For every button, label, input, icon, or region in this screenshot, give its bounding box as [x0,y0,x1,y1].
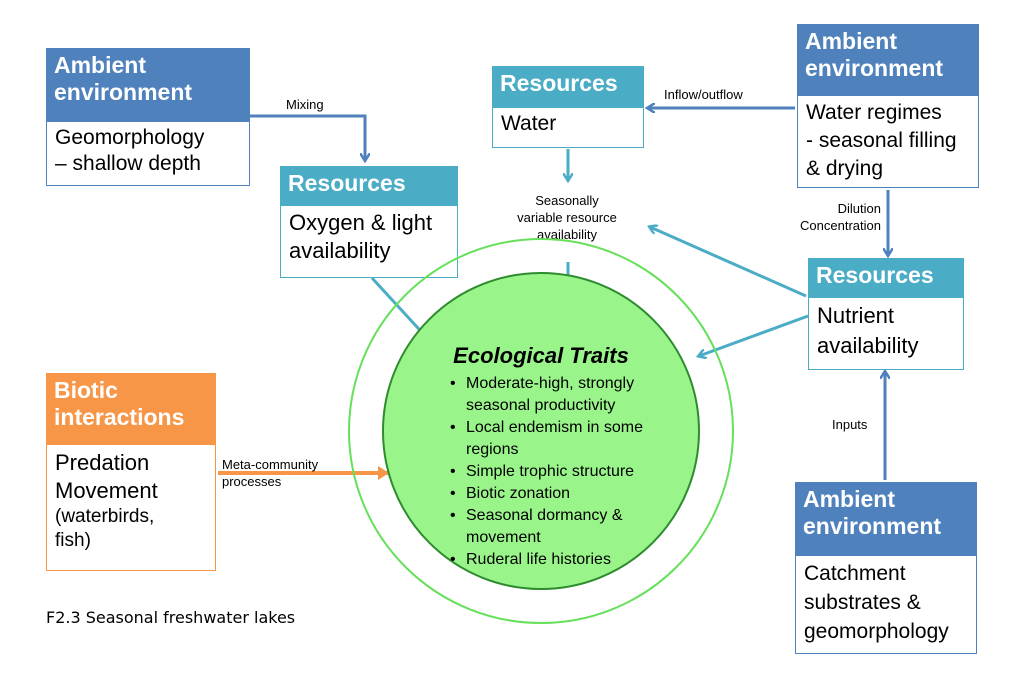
trait-item: Local endemism in some regions [446,417,696,461]
label-inputs: Inputs [832,417,868,432]
label-inflow-outflow: Inflow/outflow [664,87,743,102]
trait-item: Ruderal life histories [446,549,696,571]
label-seasonally-variable: Seasonally variable resource availabilit… [517,193,617,242]
resources-oxygen-body: Oxygen & light availability [280,206,458,278]
resources-water-body: Water [492,108,644,148]
traits-title: Ecological Traits [453,343,629,368]
biotic-body-small: (waterbirds, fish) [55,506,155,551]
resources-nutrient-body: Nutrient availability [808,298,964,370]
trait-item: Seasonal dormancy & movement [446,505,696,549]
ambient-bottom-right-body: Catchment substrates & geomorphology [795,556,977,654]
resources-oxygen-header: Resources [280,166,458,206]
label-meta-community: Meta-community processes [222,457,319,489]
mixing-arrow [250,114,365,160]
biotic-body: Predation Movement [55,450,158,503]
trait-item: Simple trophic structure [446,461,696,483]
ambient-top-left-header: Ambient environment [46,48,250,122]
resources-nutrient-header: Resources [808,258,964,298]
label-dilution: Dilution Concentration [800,201,881,233]
traits-list: Moderate-high, strongly seasonal product… [446,373,696,571]
traits-outer-ring [348,238,734,624]
figure-caption: F2.3 Seasonal freshwater lakes [46,608,296,627]
resources-water-header: Resources [492,66,644,108]
trait-item: Moderate-high, strongly seasonal product… [446,373,696,417]
biotic-header: Biotic interactions [46,373,216,445]
ambient-top-right-header: Ambient environment [797,24,979,96]
nutrient-to-variable-arrow [650,227,807,298]
trait-item: Biotic zonation [446,483,696,505]
ambient-top-right-body: Water regimes - seasonal filling & dryin… [797,96,979,188]
ambient-top-left-body: Geomorphology – shallow depth [46,122,250,186]
ambient-bottom-right-header: Ambient environment [795,482,977,556]
nutrient-to-traits-arrow [699,314,809,356]
biotic-body-box: Predation Movement (waterbirds, fish) [46,445,216,571]
label-mixing: Mixing [286,97,324,112]
